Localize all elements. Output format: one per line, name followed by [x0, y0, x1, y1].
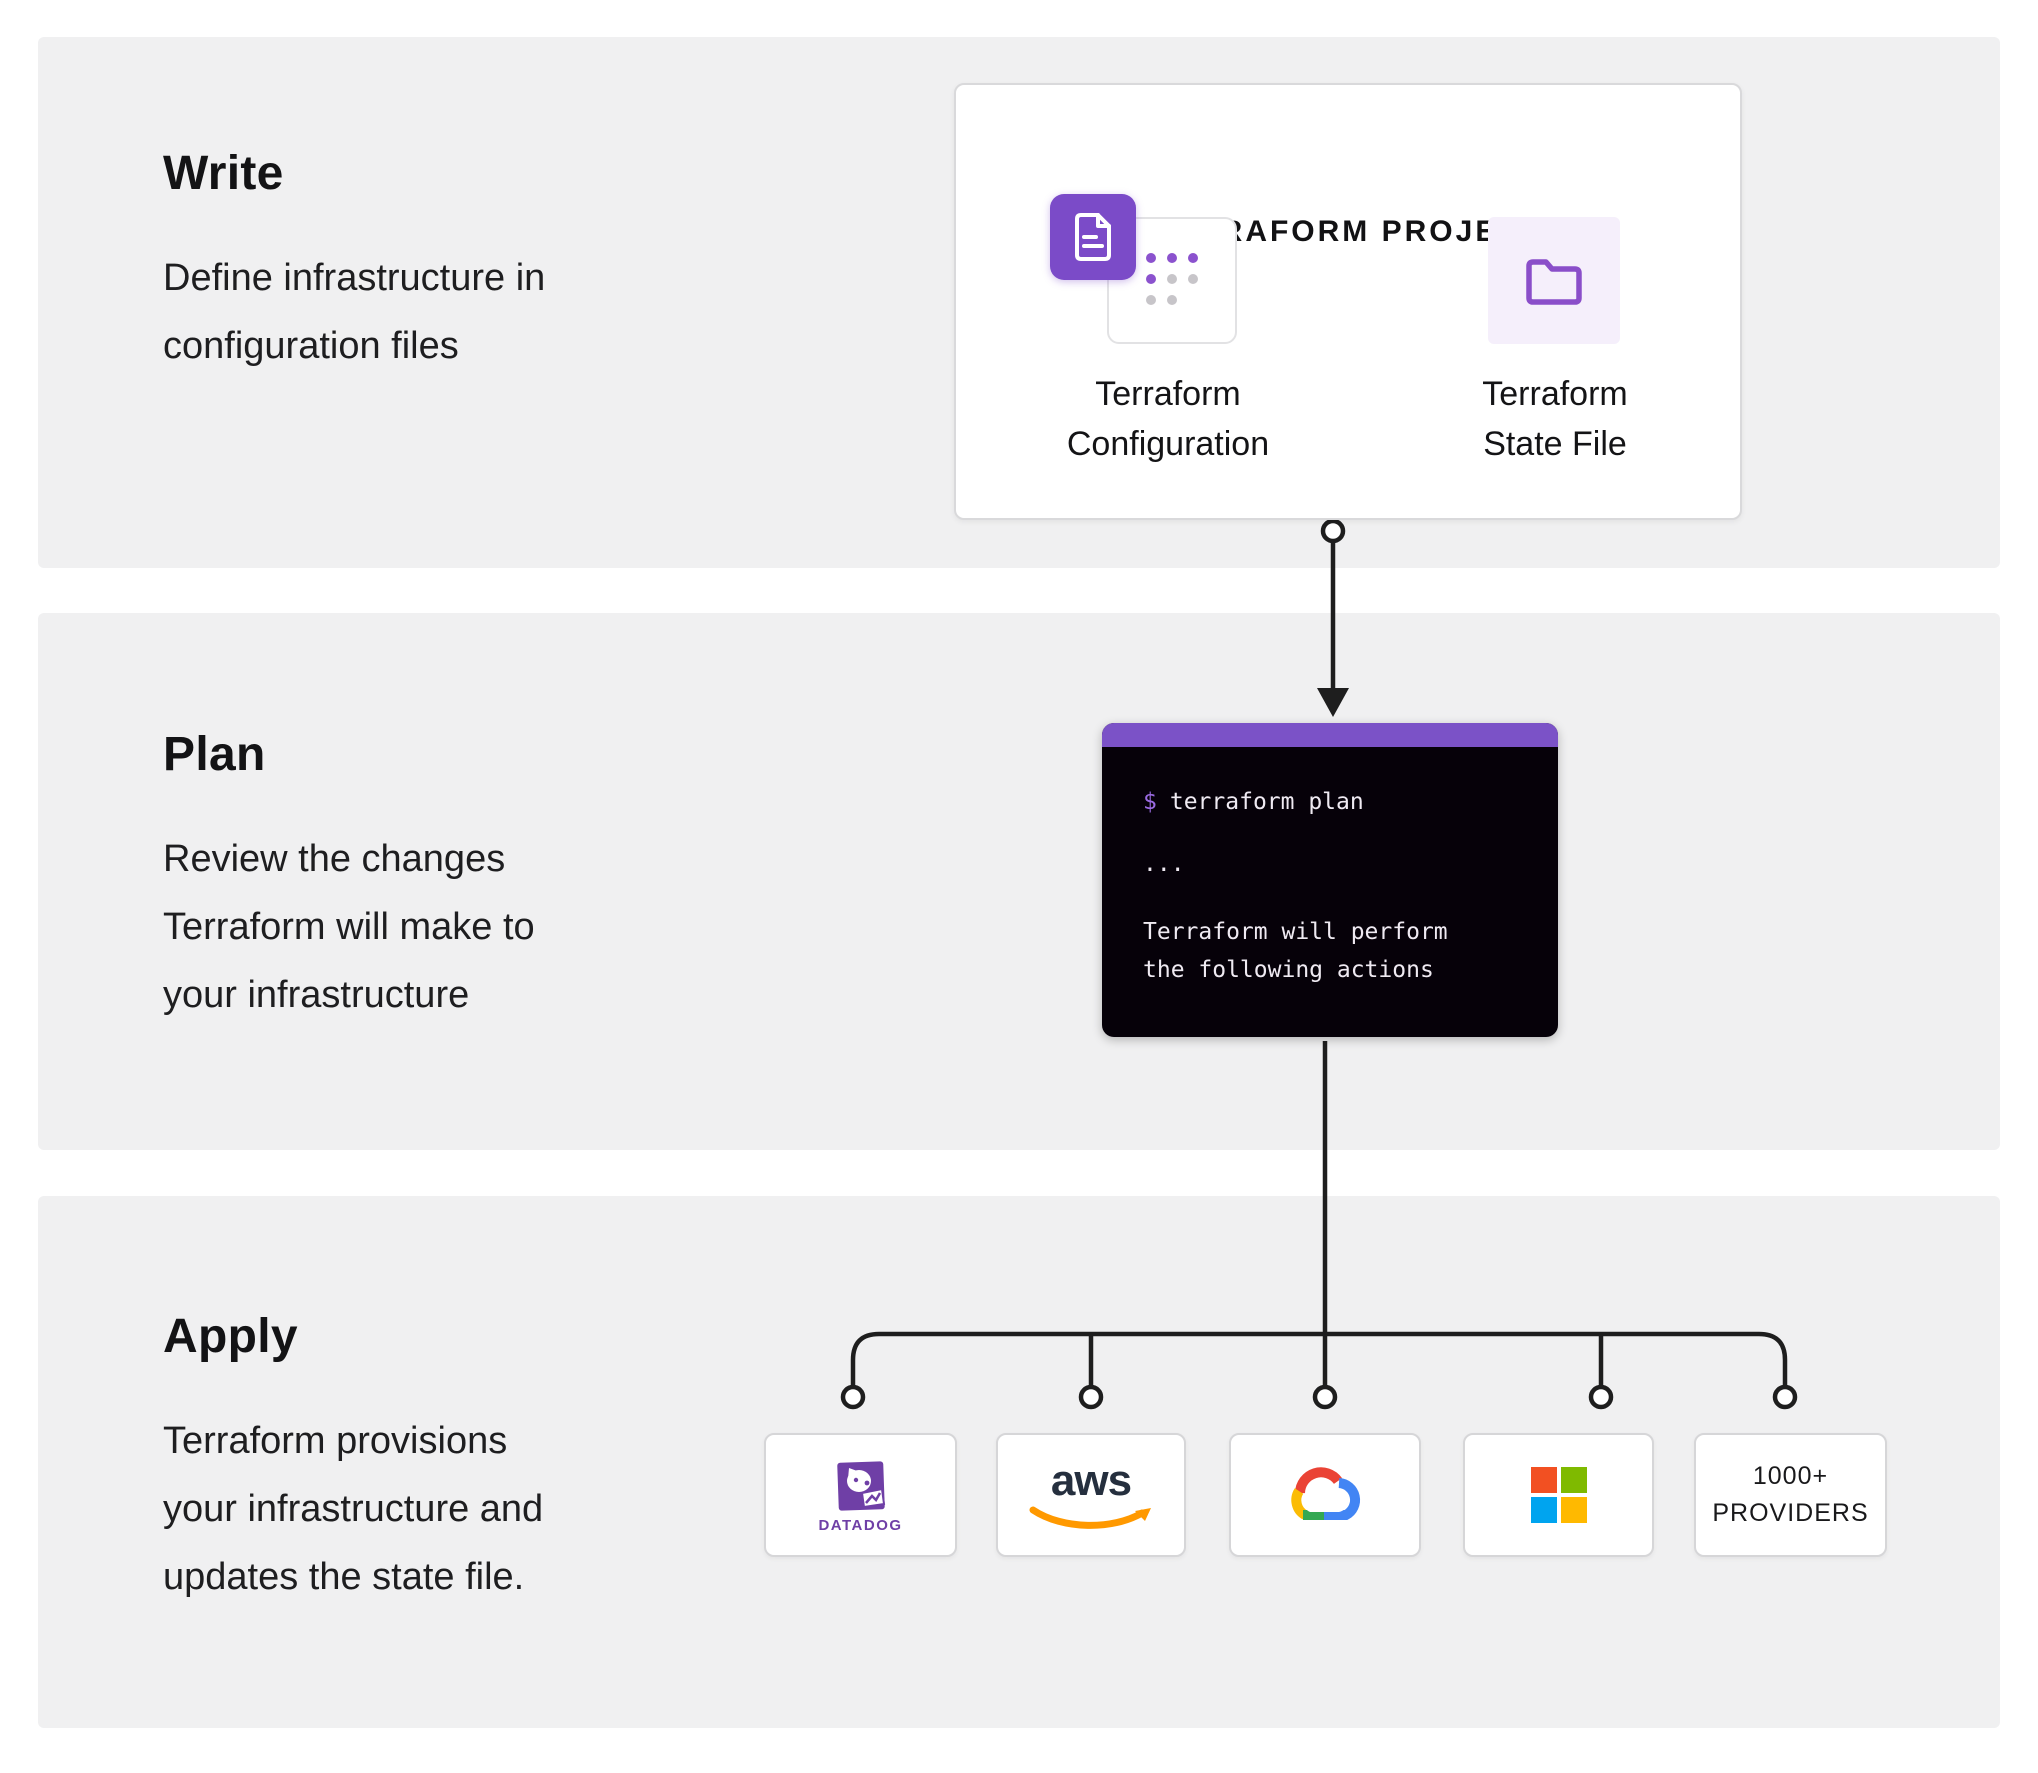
- terraform-project-card: TERRAFORM PROJECT Terraform Configu: [954, 83, 1742, 520]
- datadog-logo-icon: [836, 1460, 885, 1511]
- more-providers-line: PROVIDERS: [1712, 1499, 1869, 1527]
- config-label: Terraform Configuration: [988, 369, 1348, 469]
- apply-description-line: updates the state file.: [163, 1556, 525, 1598]
- plan-section-text: Plan Review the changes Terraform will m…: [163, 729, 535, 1029]
- plan-title: Plan: [163, 728, 266, 781]
- config-label-line: Terraform: [1095, 375, 1241, 413]
- more-providers-label: 1000+ PROVIDERS: [1712, 1458, 1868, 1532]
- grid-dots-icon: [1146, 253, 1198, 305]
- document-icon: [1050, 194, 1136, 280]
- apply-description-line: Terraform provisions: [163, 1420, 508, 1462]
- terminal-ellipsis: ...: [1143, 851, 1185, 877]
- config-label-line: Configuration: [1066, 425, 1270, 463]
- terminal-command: terraform plan: [1169, 789, 1364, 815]
- plan-description-line: Terraform will make to: [163, 906, 535, 948]
- state-label-line: Terraform: [1482, 375, 1628, 413]
- google-cloud-logo-icon: [1291, 1467, 1360, 1520]
- terminal-command-line: $ terraform plan: [1143, 789, 1364, 815]
- provider-card-datadog: DATADOG: [764, 1433, 957, 1557]
- provider-card-more-providers: 1000+ PROVIDERS: [1694, 1433, 1887, 1557]
- more-providers-line: 1000+: [1752, 1462, 1829, 1490]
- microsoft-logo-icon: [1530, 1467, 1587, 1523]
- apply-description: Terraform provisions your infrastructure…: [163, 1407, 543, 1611]
- write-description-line: configuration files: [163, 325, 459, 367]
- folder-icon: [1526, 258, 1582, 305]
- plan-section-panel: [38, 613, 2000, 1150]
- plan-description-line: Review the changes: [163, 838, 506, 880]
- apply-title: Apply: [163, 1310, 298, 1363]
- datadog-wordmark: DATADOG: [818, 1516, 903, 1534]
- write-description-line: Define infrastructure in: [163, 257, 546, 299]
- terminal-output-line: Terraform will perform: [1143, 919, 1448, 945]
- apply-description-line: your infrastructure and: [163, 1488, 544, 1530]
- write-title: Write: [163, 147, 284, 200]
- state-file-tile: [1488, 217, 1620, 344]
- terminal-window: $ terraform plan ... Terraform will perfo…: [1102, 723, 1558, 1037]
- terminal-output-line: the following actions: [1143, 957, 1434, 983]
- state-file-label: Terraform State File: [1375, 369, 1735, 469]
- plan-description-line: your infrastructure: [163, 974, 470, 1016]
- aws-wordmark: aws: [1050, 1455, 1132, 1505]
- terminal-title-bar: [1102, 723, 1558, 747]
- provider-card-google-cloud: [1229, 1433, 1421, 1557]
- aws-smile-icon: [1029, 1506, 1151, 1529]
- write-section-text: Write Define infrastructure in configura…: [163, 148, 545, 380]
- provider-card-microsoft: [1463, 1433, 1654, 1557]
- state-label-line: State File: [1483, 425, 1627, 463]
- terminal-prompt: $: [1143, 789, 1157, 815]
- write-description: Define infrastructure in configuration f…: [163, 244, 545, 380]
- plan-description: Review the changes Terraform will make t…: [163, 825, 535, 1029]
- apply-section-text: Apply Terraform provisions your infrastr…: [163, 1311, 543, 1611]
- provider-card-aws: aws: [996, 1433, 1186, 1557]
